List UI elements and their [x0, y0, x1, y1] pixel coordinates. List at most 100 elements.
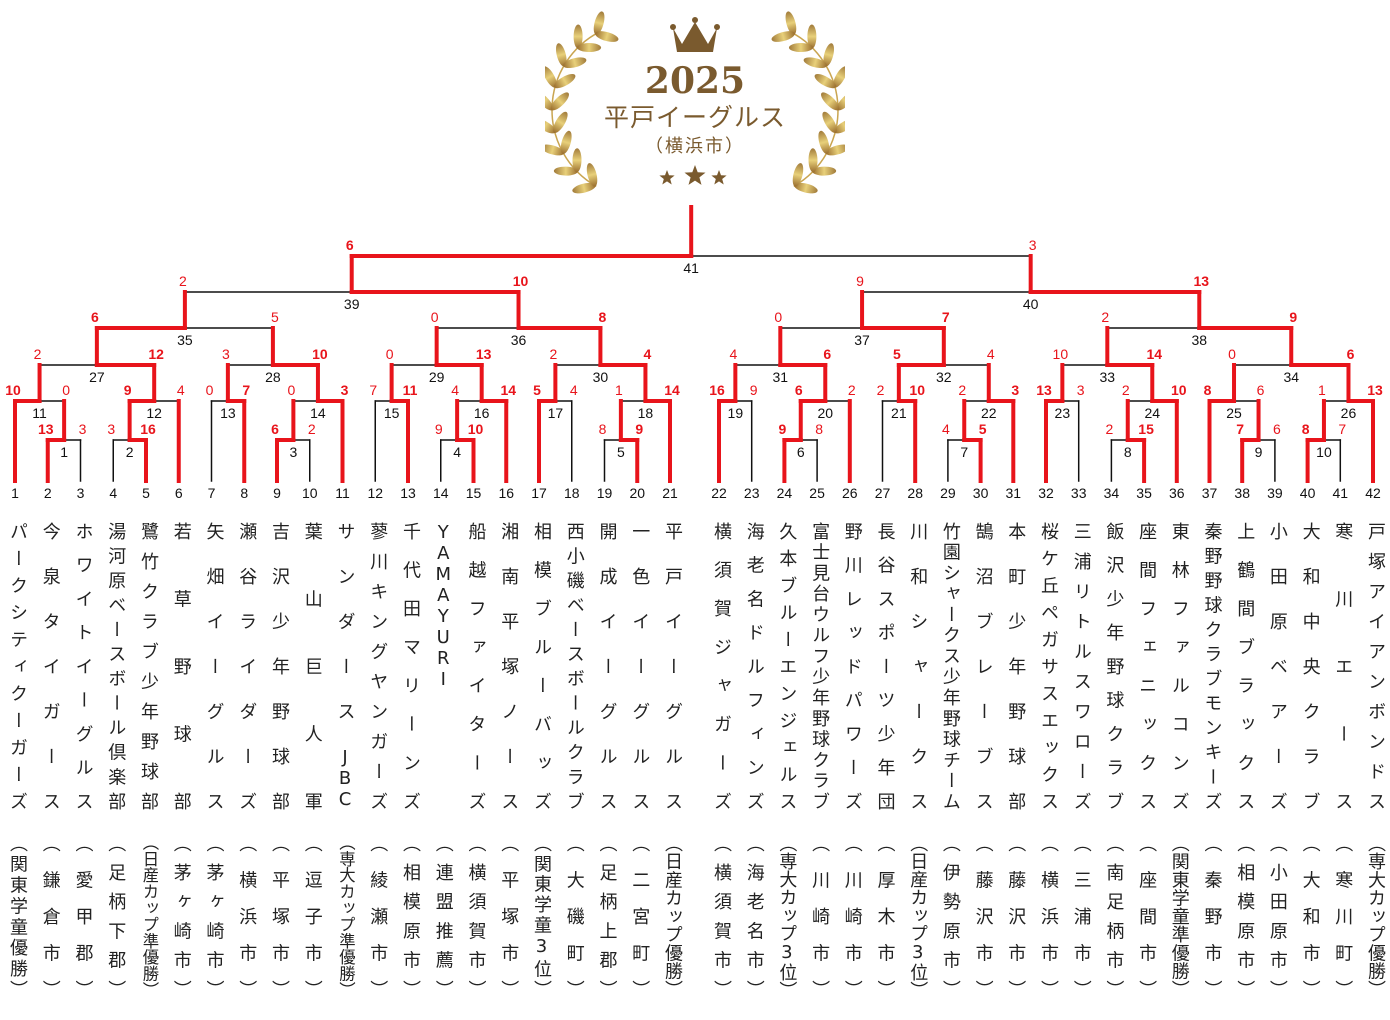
team-number: 26 [842, 485, 858, 501]
match-number: 16 [474, 405, 490, 421]
team-number: 12 [367, 485, 383, 501]
match-number: 32 [936, 369, 952, 385]
score-right: 6 [1257, 382, 1265, 398]
team-location: （秦野市） [1201, 834, 1223, 998]
laurel-branch-icon [771, 11, 856, 194]
team-location: （日産カップ優勝） [662, 834, 683, 998]
match-number: 38 [1191, 332, 1207, 348]
score-left: 4 [451, 382, 459, 398]
team-number: 35 [1136, 485, 1152, 501]
team-location: （茅ヶ崎市） [203, 834, 225, 998]
match-number: 1 [60, 444, 68, 460]
match-number: 23 [1055, 405, 1071, 421]
score-left: 10 [5, 382, 21, 398]
team-location: （横浜市） [236, 834, 258, 998]
score-right: 6 [823, 346, 831, 362]
team-name: 海老名ドルフィンズ [743, 522, 765, 810]
score-right: 6 [1273, 421, 1281, 437]
team-number: 31 [1006, 485, 1022, 501]
team-location: （大磯町） [563, 834, 585, 998]
score-left: 4 [729, 346, 737, 362]
team-name: 長谷スポーツ少年団 [874, 522, 896, 810]
team-number: 42 [1365, 485, 1381, 501]
match-number: 5 [617, 444, 625, 460]
score-left: 8 [1302, 421, 1310, 437]
match-number: 31 [773, 369, 789, 385]
score-right: 2 [848, 382, 856, 398]
team-name: 横須賀ジャガーズ [711, 522, 732, 810]
star-icon [684, 165, 706, 185]
team-number: 9 [273, 485, 281, 501]
team-location: （横浜市） [1038, 834, 1059, 998]
score-left: 2 [1106, 421, 1114, 437]
score-left: 2 [958, 382, 966, 398]
team-location: （連盟推薦） [432, 834, 454, 998]
score-right: 4 [177, 382, 185, 398]
team-name: 本町少年野球部 [1005, 522, 1027, 810]
score-right: 10 [513, 273, 529, 289]
team-number: 3 [77, 485, 85, 501]
team-location: （南足柄市） [1103, 834, 1125, 998]
team-name: 寒川エース [1332, 522, 1354, 810]
match-number: 19 [728, 405, 744, 421]
score-left: 5 [893, 346, 901, 362]
score-left: 4 [942, 421, 950, 437]
score-right: 16 [140, 421, 156, 437]
score-right: 2 [308, 421, 316, 437]
team-number: 37 [1202, 485, 1218, 501]
match-number: 24 [1144, 405, 1160, 421]
team-location: （足柄下郡） [105, 834, 127, 998]
match-number: 14 [310, 405, 326, 421]
laurel-branch-icon [534, 11, 619, 194]
match-number: 34 [1283, 369, 1299, 385]
team-number: 36 [1169, 485, 1185, 501]
team-name: 葉山巨人軍 [301, 522, 323, 810]
crown-icon [673, 22, 717, 52]
team-name: 飯沢少年野球クラブ [1103, 522, 1125, 810]
match-number: 10 [1316, 444, 1332, 460]
match-number: 37 [854, 332, 870, 348]
team-name: 若草野球部 [170, 522, 192, 810]
team-name: 開成イーグルス [596, 522, 618, 810]
match-number: 26 [1341, 405, 1357, 421]
star-icon [659, 170, 675, 185]
team-location: （平塚市） [269, 834, 290, 998]
team-number: 1 [11, 485, 19, 501]
score-right: 14 [1146, 346, 1162, 362]
team-location: （平塚市） [498, 834, 520, 998]
team-number: 19 [597, 485, 613, 501]
team-name: 今泉タイガース [39, 522, 61, 810]
match-number: 11 [32, 405, 47, 421]
score-right: 13 [476, 346, 492, 362]
score-left: 0 [774, 309, 782, 325]
score-right: 12 [148, 346, 164, 362]
team-location: （関東学童準優勝） [1168, 834, 1190, 998]
team-name: 鵠沼ブレーブス [972, 522, 994, 810]
team-number: 21 [662, 485, 678, 501]
score-right: 3 [79, 421, 87, 437]
team-number: 30 [973, 485, 989, 501]
team-location: （川崎市） [809, 834, 831, 998]
score-right: 3 [1011, 382, 1019, 398]
score-left: 0 [1228, 346, 1236, 362]
team-location: （横須賀市） [711, 834, 732, 998]
team-name: サンダースJBC [334, 522, 356, 810]
team-location: （足柄上郡） [596, 834, 618, 998]
score-right: 4 [987, 346, 995, 362]
match-number: 29 [429, 369, 445, 385]
team-name: YAMAYURI [432, 522, 454, 690]
team-number: 6 [175, 485, 183, 501]
team-location: （専大カップ優勝） [1365, 834, 1386, 998]
team-name: 戸塚アイアンボンドス [1365, 522, 1386, 810]
match-number: 33 [1100, 369, 1116, 385]
score-right: 5 [979, 421, 987, 437]
score-left: 9 [124, 382, 132, 398]
score-left: 5 [533, 382, 541, 398]
team-number: 10 [302, 485, 318, 501]
score-right: 0 [62, 382, 70, 398]
score-left: 2 [179, 273, 187, 289]
team-number: 32 [1038, 485, 1054, 501]
team-location: （伊勢原市） [939, 834, 961, 998]
team-name: 千代田マリーンズ [400, 522, 421, 810]
match-number: 25 [1226, 405, 1242, 421]
